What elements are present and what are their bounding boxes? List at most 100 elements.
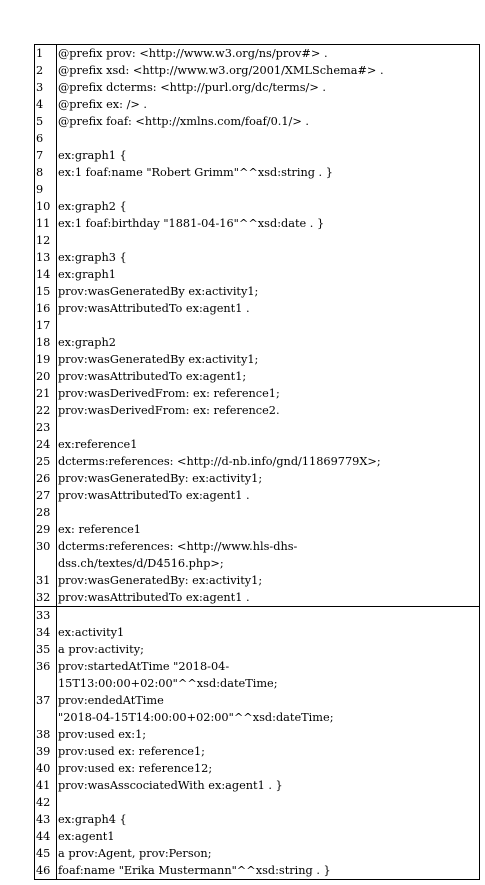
code-line: 17	[34, 317, 480, 334]
code-line: 28	[34, 504, 480, 521]
code-listing: 1@prefix prov: <http://www.w3.org/ns/pro…	[34, 44, 480, 880]
line-number: 7	[34, 147, 57, 164]
code-text: ex: reference1	[56, 521, 480, 538]
line-number: 9	[34, 181, 57, 198]
line-number: 34	[34, 624, 57, 641]
code-line: 9	[34, 181, 480, 198]
line-number: 12	[34, 232, 57, 249]
code-line: 23	[34, 419, 480, 436]
code-text: prov:used ex:1;	[56, 726, 480, 743]
code-text: ex:1 foaf:birthday "1881-04-16"^^xsd:dat…	[56, 215, 480, 232]
code-text: prov:wasGeneratedBy ex:activity1;	[56, 351, 480, 368]
code-text: prov:wasGeneratedBy: ex:activity1;	[56, 470, 480, 487]
line-number: 35	[34, 641, 57, 658]
code-line: 42	[34, 794, 480, 811]
line-number: 15	[34, 283, 57, 300]
code-text: prov:wasAttributedTo ex:agent1;	[56, 368, 480, 385]
code-text: ex:graph4 {	[56, 811, 480, 828]
line-number: 17	[34, 317, 57, 334]
line-number: 4	[34, 96, 57, 113]
code-line: 6	[34, 130, 480, 147]
code-text: prov:wasAttributedTo ex:agent1 .	[56, 300, 480, 317]
code-text: prov:used ex: reference12;	[56, 760, 480, 777]
code-text: ex:graph3 {	[56, 249, 480, 266]
code-text	[56, 606, 480, 624]
code-text: dcterms:references: <http://d-nb.info/gn…	[56, 453, 480, 470]
code-text: prov:startedAtTime "2018-04- 15T13:00:00…	[56, 658, 480, 692]
line-number: 27	[34, 487, 57, 504]
code-text: a prov:Agent, prov:Person;	[56, 845, 480, 862]
code-line: 2@prefix xsd: <http://www.w3.org/2001/XM…	[34, 62, 480, 79]
code-text: ex:graph2 {	[56, 198, 480, 215]
line-number: 39	[34, 743, 57, 760]
line-number: 19	[34, 351, 57, 368]
line-number: 46	[34, 862, 57, 880]
line-number: 37	[34, 692, 57, 726]
code-text: ex:graph2	[56, 334, 480, 351]
code-text: @prefix xsd: <http://www.w3.org/2001/XML…	[56, 62, 480, 79]
line-number: 13	[34, 249, 57, 266]
code-line: 5@prefix foaf: <http://xmlns.com/foaf/0.…	[34, 113, 480, 130]
code-text: prov:wasDerivedFrom: ex: reference1;	[56, 385, 480, 402]
code-text	[56, 794, 480, 811]
code-block-1: 1@prefix prov: <http://www.w3.org/ns/pro…	[34, 44, 480, 607]
line-number: 28	[34, 504, 57, 521]
line-number: 26	[34, 470, 57, 487]
line-number: 8	[34, 164, 57, 181]
code-text: prov:wasDerivedFrom: ex: reference2.	[56, 402, 480, 419]
code-text: prov:wasGeneratedBy ex:activity1;	[56, 283, 480, 300]
code-text: ex:reference1	[56, 436, 480, 453]
code-text: @prefix prov: <http://www.w3.org/ns/prov…	[56, 44, 480, 62]
code-text: ex:graph1	[56, 266, 480, 283]
code-text: prov:wasAttributedTo ex:agent1 .	[56, 487, 480, 504]
code-text: @prefix dcterms: <http://purl.org/dc/ter…	[56, 79, 480, 96]
line-number: 36	[34, 658, 57, 692]
code-text: prov:wasGeneratedBy: ex:activity1;	[56, 572, 480, 589]
line-number: 25	[34, 453, 57, 470]
code-line: 3@prefix dcterms: <http://purl.org/dc/te…	[34, 79, 480, 96]
code-text: prov:wasAsscociatedWith ex:agent1 . }	[56, 777, 480, 794]
code-line: 1@prefix prov: <http://www.w3.org/ns/pro…	[34, 44, 480, 62]
line-number: 40	[34, 760, 57, 777]
line-number: 10	[34, 198, 57, 215]
line-number: 33	[34, 606, 57, 624]
code-text	[56, 130, 480, 147]
line-number: 16	[34, 300, 57, 317]
code-text: prov:endedAtTime "2018-04-15T14:00:00+02…	[56, 692, 480, 726]
line-number: 18	[34, 334, 57, 351]
line-number: 32	[34, 589, 57, 607]
line-number: 45	[34, 845, 57, 862]
line-number: 38	[34, 726, 57, 743]
line-number: 44	[34, 828, 57, 845]
code-text	[56, 232, 480, 249]
line-number: 22	[34, 402, 57, 419]
line-number: 30	[34, 538, 57, 572]
code-text: @prefix foaf: <http://xmlns.com/foaf/0.1…	[56, 113, 480, 130]
code-text: prov:wasAttributedTo ex:agent1 .	[56, 589, 480, 607]
code-text: foaf:name "Erika Mustermann"^^xsd:string…	[56, 862, 480, 880]
line-number: 3	[34, 79, 57, 96]
line-number: 1	[34, 44, 57, 62]
code-line: 4@prefix ex: /> .	[34, 96, 480, 113]
